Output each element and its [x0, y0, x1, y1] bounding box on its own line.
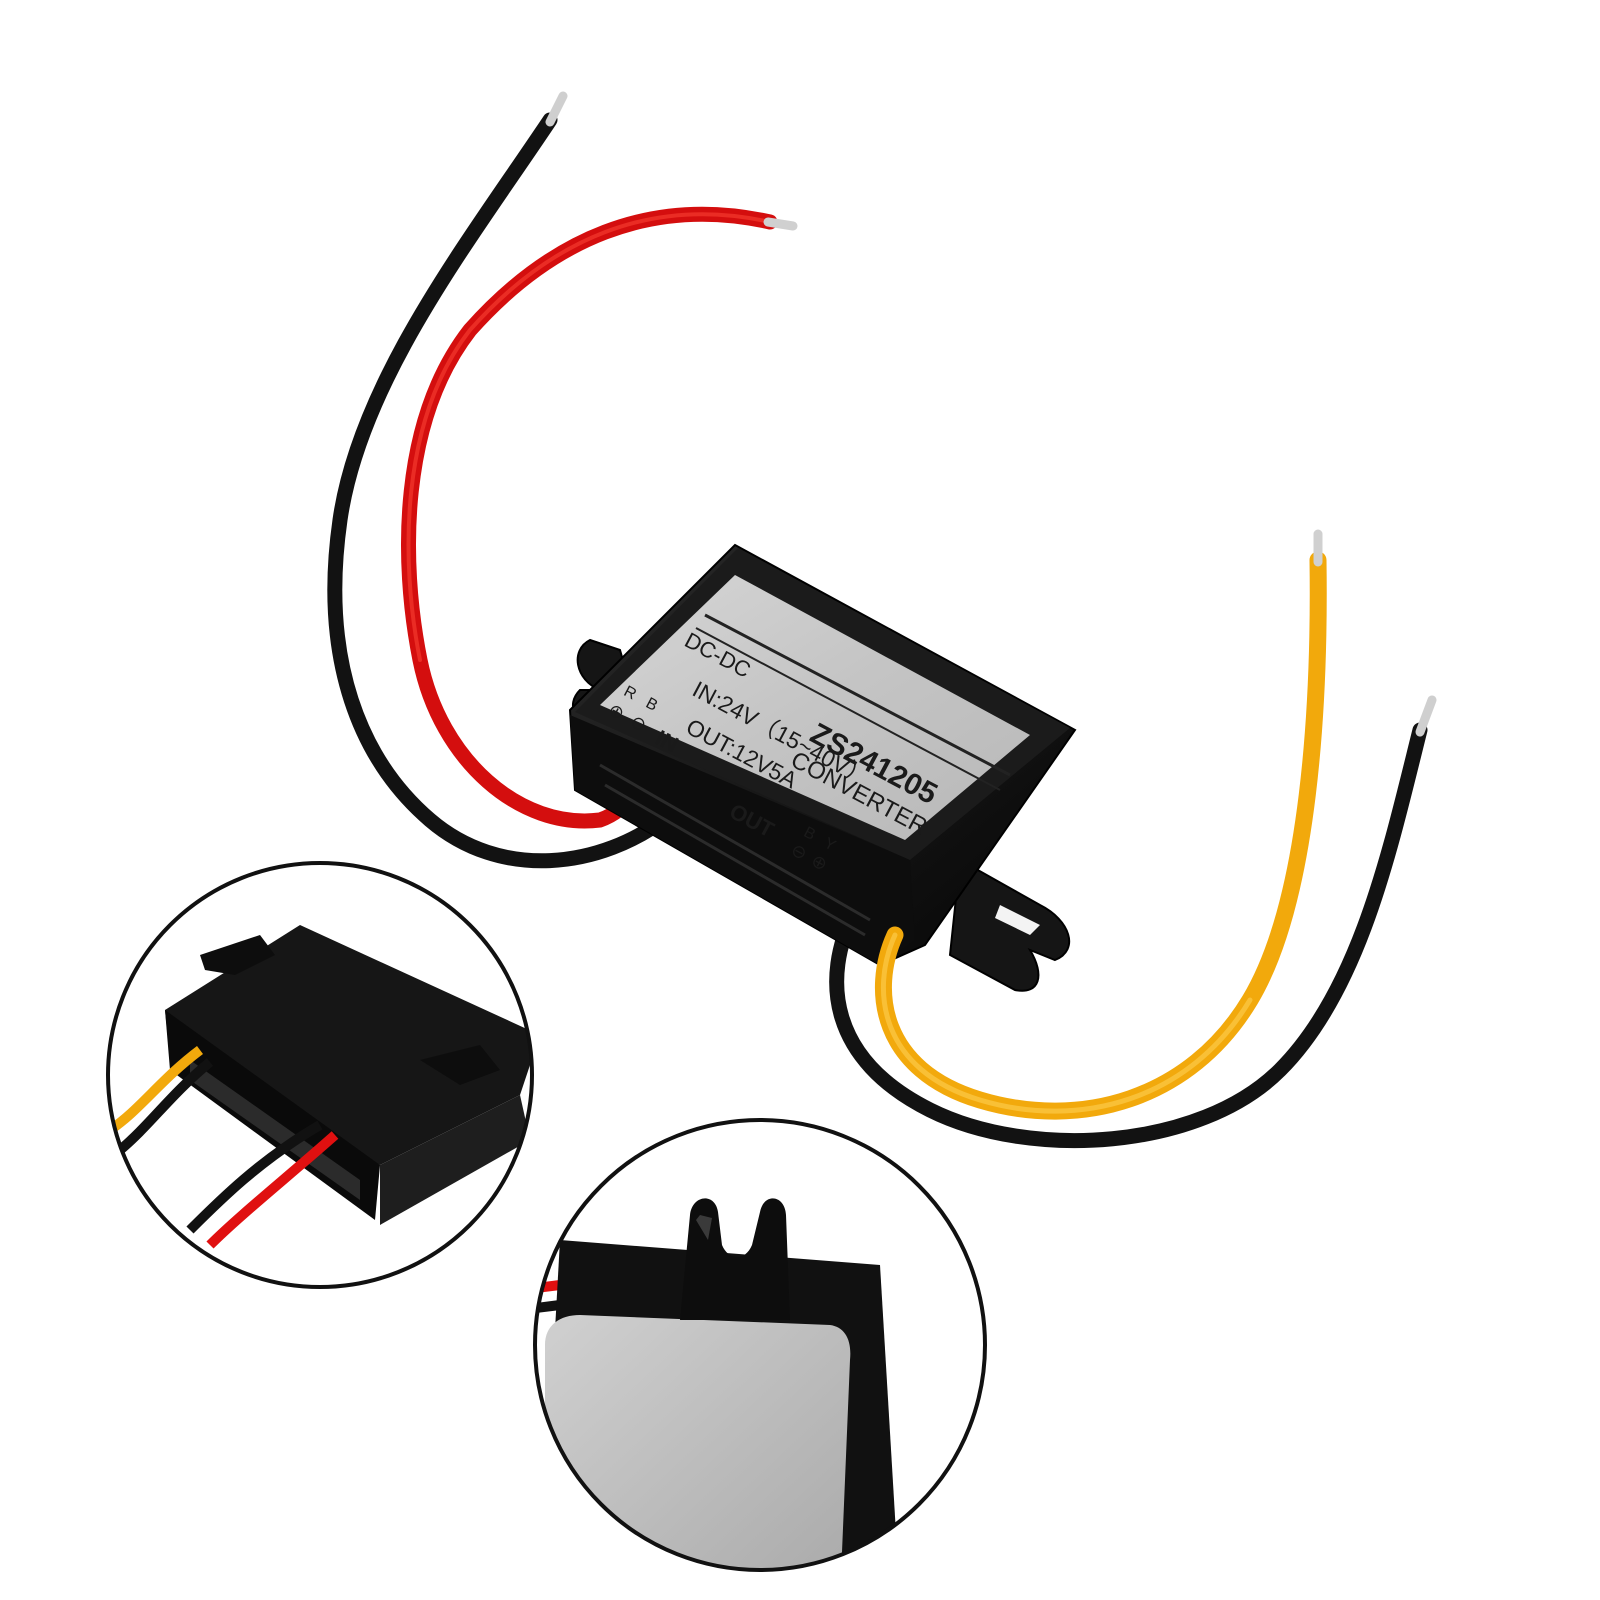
- wire-tip: [763, 217, 798, 231]
- wire-tip: [545, 91, 568, 127]
- output-yellow-wire: [874, 529, 1327, 1120]
- converter-housing: [568, 543, 1077, 992]
- spec-label: [600, 575, 1030, 840]
- input-black-wire: [327, 91, 678, 869]
- output-black-wire: [829, 695, 1437, 1149]
- zoom-detail-mounting-ear: [533, 1118, 987, 1572]
- wire-tip: [1415, 695, 1437, 737]
- input-red-wire: [401, 206, 798, 829]
- zoom-detail-wire-entry: [106, 861, 534, 1289]
